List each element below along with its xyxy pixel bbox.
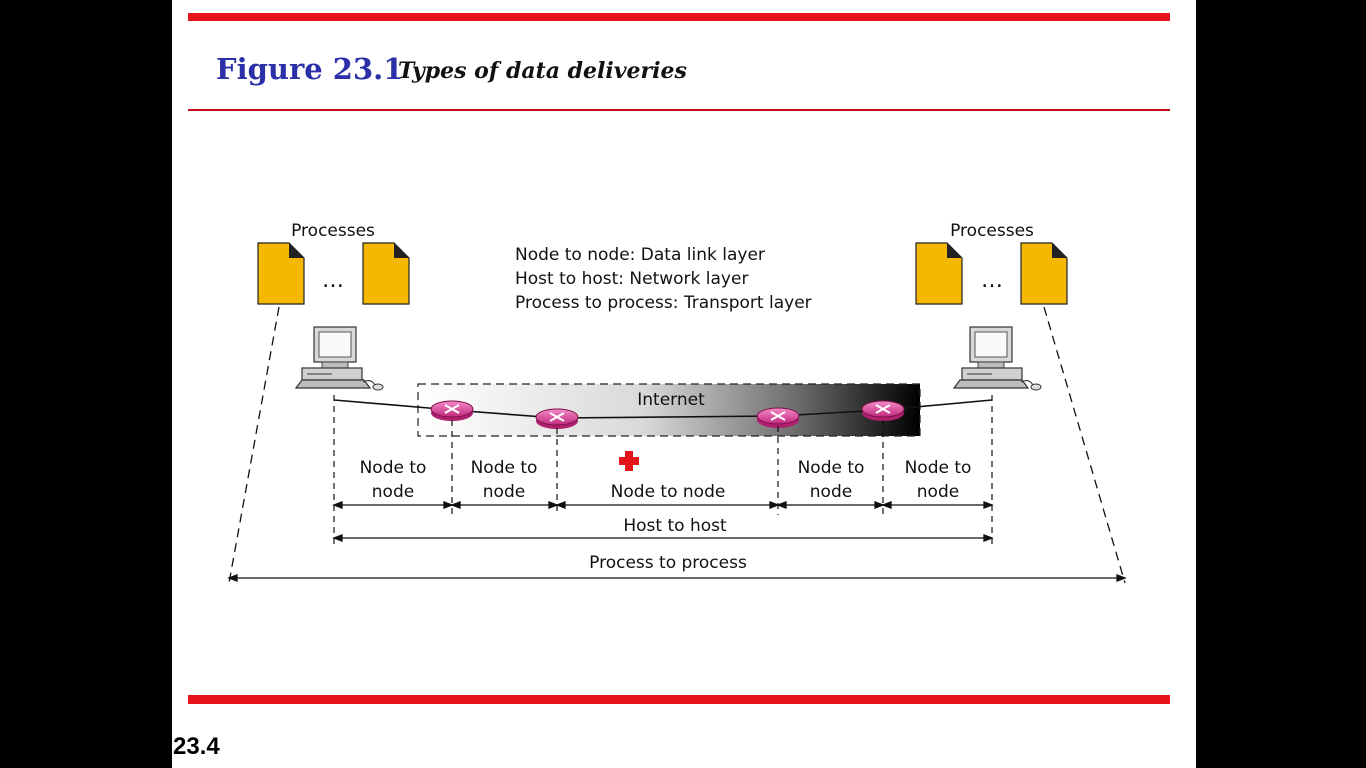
segment-label-4: Node to	[798, 458, 865, 478]
router-icon	[430, 400, 474, 421]
segment-label-3: Node to node	[611, 482, 726, 502]
segment-label-5: Node to	[905, 458, 972, 478]
internet-cloud	[417, 383, 921, 437]
legend-node-to-node: Node to node: Data link layer	[515, 245, 765, 265]
legend-host-to-host: Host to host: Network layer	[515, 269, 748, 289]
segment-label-2b: node	[483, 482, 525, 502]
document-icon	[915, 242, 963, 305]
segment-dividers	[333, 395, 993, 546]
computer-icon	[294, 326, 384, 391]
ellipsis-left: …	[322, 268, 344, 293]
host-to-host-label: Host to host	[623, 516, 727, 536]
internet-label: Internet	[637, 390, 705, 410]
figure-label: Figure 23.1	[216, 52, 404, 86]
processes-label-right: Processes	[950, 221, 1034, 241]
process-to-process-arrow	[227, 574, 1127, 582]
segment-label-1: Node to	[360, 458, 427, 478]
document-icon	[1020, 242, 1068, 305]
data-delivery-diagram: Processes Processes … … Node to node: Da…	[227, 221, 1127, 584]
process-boundary-left	[228, 306, 280, 584]
segment-label-1b: node	[372, 482, 414, 502]
ellipsis-right: …	[981, 268, 1003, 293]
bottom-red-bar	[188, 695, 1170, 704]
segment-label-5b: node	[917, 482, 959, 502]
node-to-node-arrows	[332, 501, 994, 509]
top-red-bar	[188, 13, 1170, 21]
document-icon	[257, 242, 305, 305]
router-icon	[535, 408, 579, 429]
slide: Figure 23.1 Types of data deliveries Pro…	[172, 0, 1196, 768]
document-icon	[362, 242, 410, 305]
segment-label-2: Node to	[471, 458, 538, 478]
figure-title: Types of data deliveries	[398, 58, 687, 84]
router-icon	[861, 400, 905, 421]
processes-label-left: Processes	[291, 221, 375, 241]
process-boundary-right	[1043, 306, 1126, 584]
computer-icon	[952, 326, 1042, 391]
cross-mark-icon	[619, 451, 639, 471]
router-icon	[756, 407, 800, 428]
segment-label-4b: node	[810, 482, 852, 502]
process-to-process-label: Process to process	[589, 553, 747, 573]
host-to-host-arrow	[332, 534, 994, 542]
page-number: 23.4	[173, 733, 220, 760]
title-divider	[188, 109, 1170, 111]
legend-process-to-process: Process to process: Transport layer	[515, 293, 812, 313]
